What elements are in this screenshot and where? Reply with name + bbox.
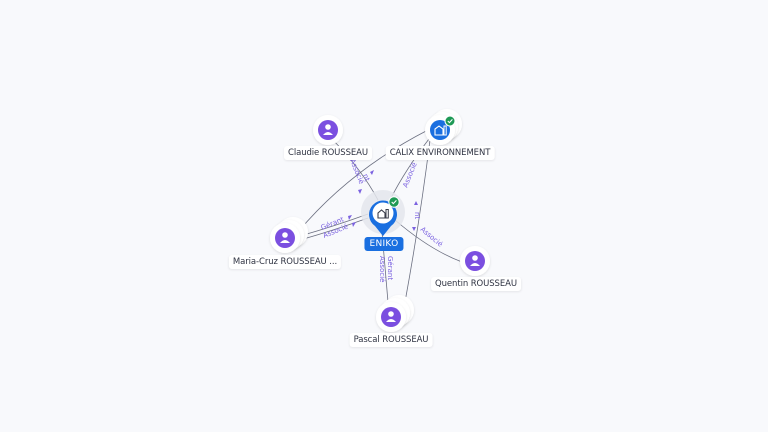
edge-label-claudie-associe: Associé [348,158,365,186]
person-icon [381,307,401,327]
node-label-maria[interactable]: Maria-Cruz ROUSSEAU ... [228,255,342,269]
edge-arrow [348,215,352,220]
building-icon [377,209,389,219]
edge-quentin-eniko[interactable] [394,219,463,263]
person-icon [275,228,295,248]
node-claudie[interactable] [313,115,343,145]
edge-arrow [414,201,418,205]
edge-label-claudie-nt: nt [361,173,371,183]
verified-icon [444,115,456,127]
edge-label-pascal-calix-nt: nt [413,212,421,219]
person-icon [318,120,338,140]
edge-arrow [352,222,356,227]
node-label-eniko[interactable]: ENIKO [364,237,404,251]
person-icon [465,251,485,271]
node-quentin[interactable] [460,246,490,276]
edge-label-pascal-gerant: Gérant [386,256,394,280]
node-label-quentin[interactable]: Quentin ROUSSEAU [431,277,521,291]
node-maria[interactable] [270,217,308,253]
edge-arrow [358,189,362,194]
node-label-calix[interactable]: CALIX ENVIRONNEMENT [385,146,495,160]
node-pascal[interactable] [376,295,414,332]
edge-label-quentin-associe: Associé [419,225,444,248]
edge-label-pascal-associe: Associé [378,256,386,282]
node-label-claudie[interactable]: Claudie ROUSSEAU [284,146,372,160]
edge-arrow [370,170,374,175]
node-eniko[interactable] [361,190,405,236]
node-label-pascal[interactable]: Pascal ROUSSEAU [349,333,433,347]
node-calix[interactable] [425,109,462,145]
edge-maria-calix[interactable] [297,129,429,233]
edge-arrow [412,227,416,231]
verified-icon [388,196,400,208]
